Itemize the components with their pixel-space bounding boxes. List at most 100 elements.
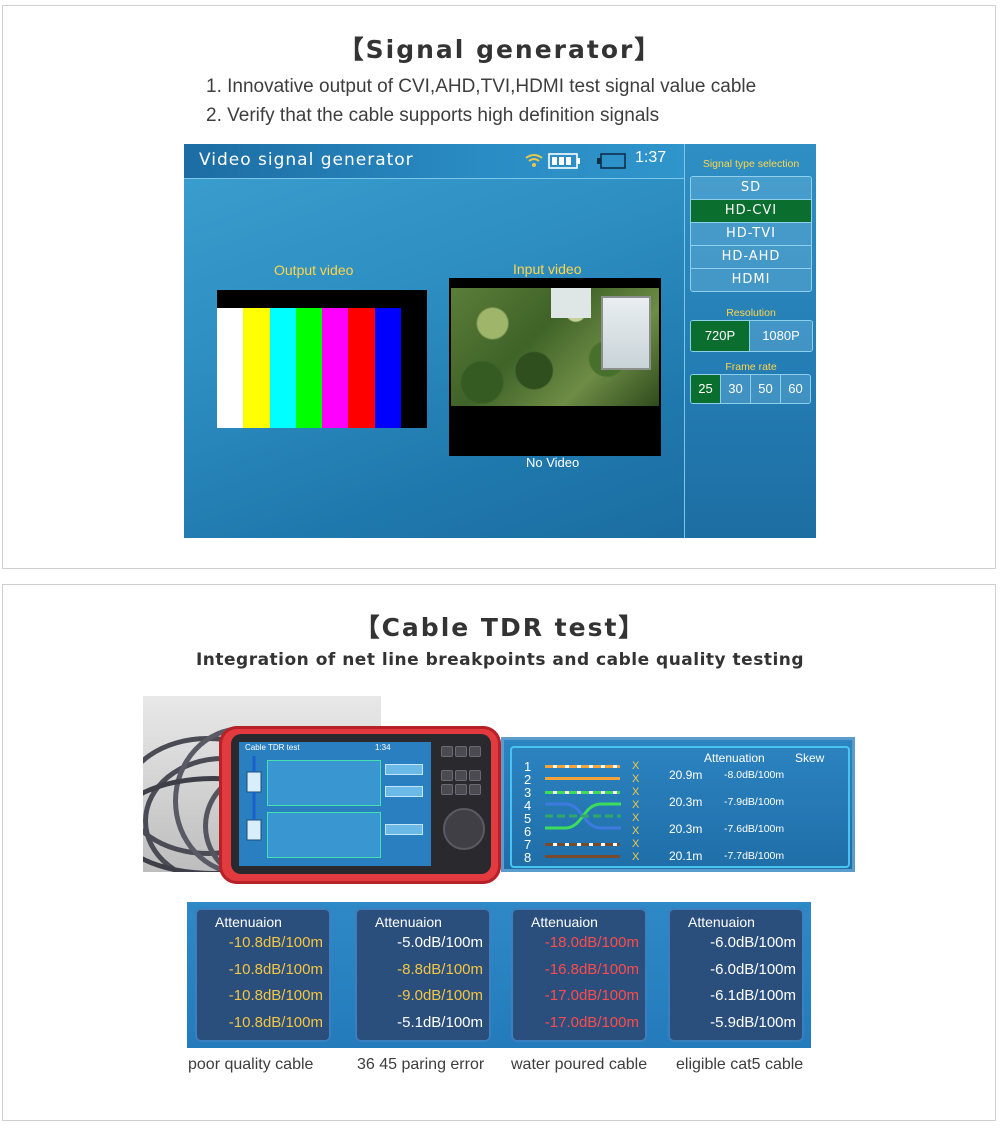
cable-tdr-heading: 【Cable TDR test】 xyxy=(354,613,646,642)
tester-screen-title: Cable TDR test xyxy=(245,743,300,752)
signal-type-label: Signal type selection xyxy=(702,158,800,170)
cable-case-caption: poor quality cable xyxy=(188,1056,314,1073)
cable-case-caption: water poured cable xyxy=(511,1056,648,1073)
colorbar-strip xyxy=(217,308,427,428)
colorbar-3 xyxy=(295,308,322,428)
pair-mark-8: X xyxy=(632,851,640,863)
input-video-preview xyxy=(449,278,661,456)
attenuation-card-title: Attenuaion xyxy=(531,914,598,930)
attenuation-value: -5.1dB/100m xyxy=(397,1013,483,1031)
attenuation-card: Attenuaion -5.0dB/100m -8.8dB/100m -9.0dB/1… xyxy=(355,908,491,1042)
attenuation-value: -17.0dB/100m xyxy=(544,987,639,1004)
output-video-colorbars xyxy=(217,290,427,428)
attenuation-value: -6.1dB/100m xyxy=(710,987,796,1004)
tdr-skew-header: Skew xyxy=(795,751,825,765)
colorbar-7 xyxy=(400,308,427,428)
colorbar-2 xyxy=(269,308,296,428)
pair-mark-4: X xyxy=(632,799,640,811)
battery-full-icon xyxy=(548,153,580,169)
pair-mark-2: X xyxy=(632,773,640,785)
frame-rate-option-50[interactable]: 50 xyxy=(751,375,781,403)
device-title: Video signal generator xyxy=(199,150,414,170)
attenuation-card-title: Attenuaion xyxy=(688,914,755,930)
tdr-length: 20.9m xyxy=(669,768,703,782)
cable-case-caption: 36 45 paring error xyxy=(357,1056,485,1073)
resolution-option-1080p[interactable]: 1080P xyxy=(750,321,812,351)
attenuation-card-title: Attenuaion xyxy=(215,914,282,930)
pair-mark-1: X xyxy=(632,760,640,772)
attenuation-value: -17.0dB/100m xyxy=(544,1013,639,1031)
wifi-signal-icon xyxy=(525,154,543,167)
signal-generator-heading: 【Signal generator】 xyxy=(338,35,662,64)
device-screen: Video signal generator 1:37 Output video… xyxy=(184,144,816,538)
signal-option-hd-ahd[interactable]: HD-AHD xyxy=(691,246,811,269)
frame-rate-option-25[interactable]: 25 xyxy=(691,375,721,403)
pair-number-2: 2 xyxy=(524,772,532,787)
tester-dpad[interactable] xyxy=(443,808,485,850)
tester-lcd: Cable TDR test 1:34 xyxy=(239,742,431,866)
pair-number-5: 5 xyxy=(524,811,532,826)
network-plug-icon xyxy=(246,756,262,841)
colorbar-1 xyxy=(243,308,270,428)
output-video-label: Output video xyxy=(274,262,354,278)
colorbar-4 xyxy=(322,308,349,428)
attenuation-card: Attenuaion-18.0dB/100m-16.8dB/100m-17.0d… xyxy=(511,908,647,1042)
tdr-attenuation: -8.0dB/100m xyxy=(724,769,785,781)
pair-number-1: 1 xyxy=(524,759,532,774)
tdr-attenuation: -7.7dB/100m xyxy=(724,850,785,862)
attenuation-value: -10.8dB/100m xyxy=(228,1013,323,1031)
pair-mark-3: X xyxy=(632,786,640,798)
feature-line-1: 1. Innovative output of CVI,AHD,TVI,HDMI… xyxy=(206,76,757,97)
tdr-length: 20.1m xyxy=(669,849,703,863)
attenuation-card: Attenuaion -6.0dB/100m -6.0dB/100m -6.1dB/1… xyxy=(668,908,804,1042)
pair-number-3: 3 xyxy=(524,785,532,800)
device-clock: 1:37 xyxy=(635,149,667,166)
signal-option-sd[interactable]: SD xyxy=(691,177,811,200)
frame-rate-option-60[interactable]: 60 xyxy=(781,375,810,403)
attenuation-value: -5.9dB/100m xyxy=(710,1013,796,1031)
tdr-attenuation-header: Attenuation xyxy=(704,751,765,765)
attenuation-value: -5.0dB/100m xyxy=(397,934,483,951)
tdr-attenuation: -7.9dB/100m xyxy=(724,796,785,808)
attenuation-value: -9.0dB/100m xyxy=(397,987,483,1004)
pair-number-4: 4 xyxy=(524,798,532,813)
attenuation-value: -8.8dB/100m xyxy=(397,960,483,978)
tester-keypad[interactable] xyxy=(439,744,485,864)
attenuation-value: -10.8dB/100m xyxy=(228,934,323,951)
colorbar-6 xyxy=(374,308,401,428)
input-video-label: Input video xyxy=(513,261,582,277)
colorbar-0 xyxy=(217,308,244,428)
resolution-label: Resolution xyxy=(726,307,776,319)
attenuation-value: -6.0dB/100m xyxy=(710,934,796,951)
tdr-length: 20.3m xyxy=(669,822,703,836)
frame-rate-option-30[interactable]: 30 xyxy=(721,375,751,403)
pair-number-7: 7 xyxy=(524,837,532,852)
crossed-pair-wires xyxy=(545,802,621,830)
attenuation-value: -18.0dB/100m xyxy=(544,934,639,951)
device-top-bar: Video signal generator 1:37 xyxy=(184,144,684,179)
no-video-status: No Video xyxy=(526,455,580,470)
resolution-option-720p[interactable]: 720P xyxy=(691,321,750,351)
signal-option-hd-tvi[interactable]: HD-TVI xyxy=(691,223,811,246)
tdr-attenuation: -7.6dB/100m xyxy=(724,823,785,835)
signal-option-hd-cvi[interactable]: HD-CVI xyxy=(691,200,811,223)
tester-screen-time: 1:34 xyxy=(375,743,391,752)
signal-option-hdmi[interactable]: HDMI xyxy=(691,269,811,291)
colorbar-5 xyxy=(348,308,375,428)
tdr-tester-device: Cable TDR test 1:34 xyxy=(219,726,501,884)
attenuation-card-title: Attenuaion xyxy=(375,914,442,930)
cable-tdr-subheading: Integration of net line breakpoints and … xyxy=(195,650,805,670)
pair-mark-7: X xyxy=(632,838,640,850)
attenuation-value: -6.0dB/100m xyxy=(710,960,796,978)
attenuation-value: -10.8dB/100m xyxy=(228,960,323,978)
pair-mark-5: X xyxy=(632,812,640,824)
tdr-length: 20.3m xyxy=(669,795,703,809)
battery-empty-icon xyxy=(597,153,626,169)
foliage-video-frame xyxy=(451,288,659,406)
pair-number-6: 6 xyxy=(524,824,532,839)
